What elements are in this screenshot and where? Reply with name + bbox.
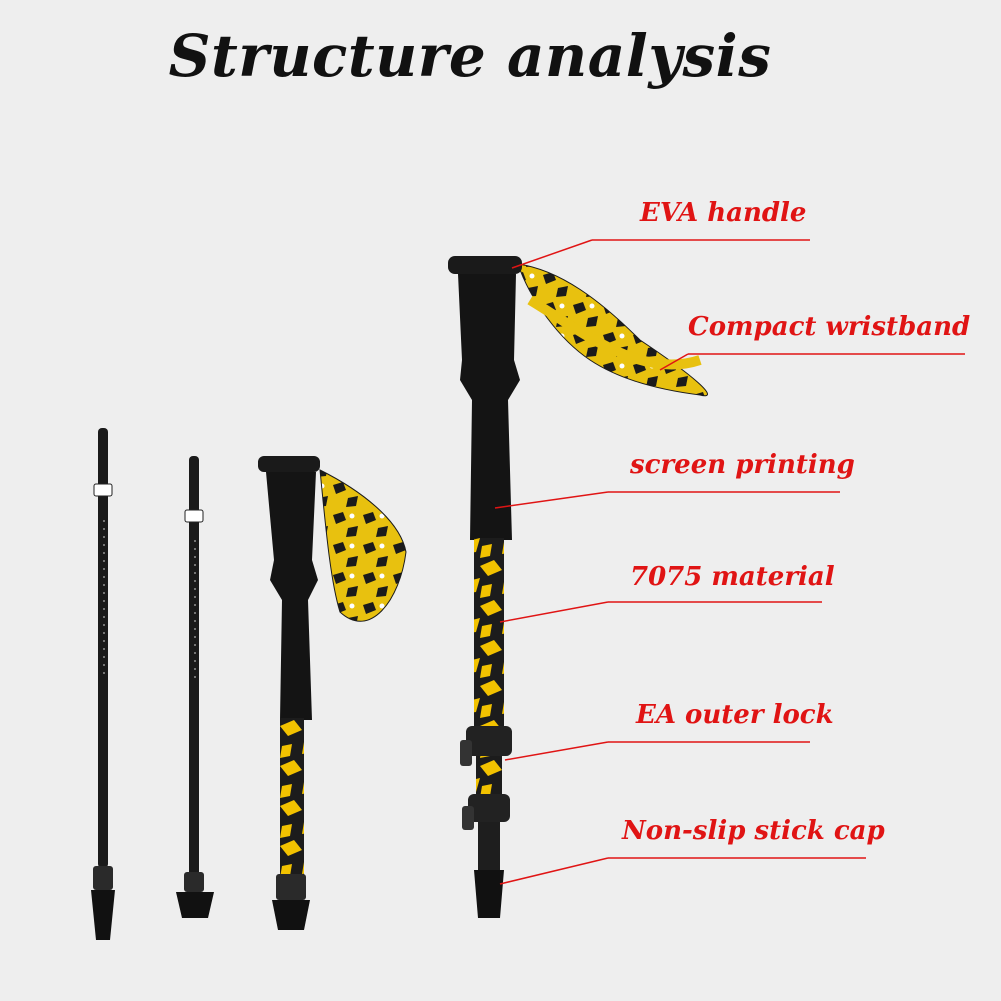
page-title: Structure analysis bbox=[168, 22, 772, 90]
callout-leader-compact-wristband bbox=[659, 353, 965, 371]
pole-main-assembled bbox=[448, 256, 708, 918]
callout-label-compact-wristband: Compact wristband bbox=[688, 312, 971, 342]
callout-leader-7075-material bbox=[499, 601, 822, 623]
callout-label-7075-material: 7075 material bbox=[630, 562, 835, 592]
callout-leader-screen-printing bbox=[494, 491, 840, 509]
pole-shaft-section-2 bbox=[176, 456, 214, 918]
callout-leader-eva-handle bbox=[511, 239, 810, 269]
callout-leader-non-slip-stick-cap bbox=[499, 857, 866, 885]
callout-label-eva-handle: EVA handle bbox=[640, 198, 807, 228]
callout-label-non-slip-stick-cap: Non-slip stick cap bbox=[622, 816, 885, 846]
pole-short-assembled bbox=[258, 456, 407, 930]
callout-label-ea-outer-lock: EA outer lock bbox=[636, 700, 834, 730]
callout-label-screen-printing: screen printing bbox=[630, 450, 855, 480]
pole-shaft-section-1 bbox=[91, 428, 115, 940]
callout-leader-ea-outer-lock bbox=[504, 741, 810, 761]
